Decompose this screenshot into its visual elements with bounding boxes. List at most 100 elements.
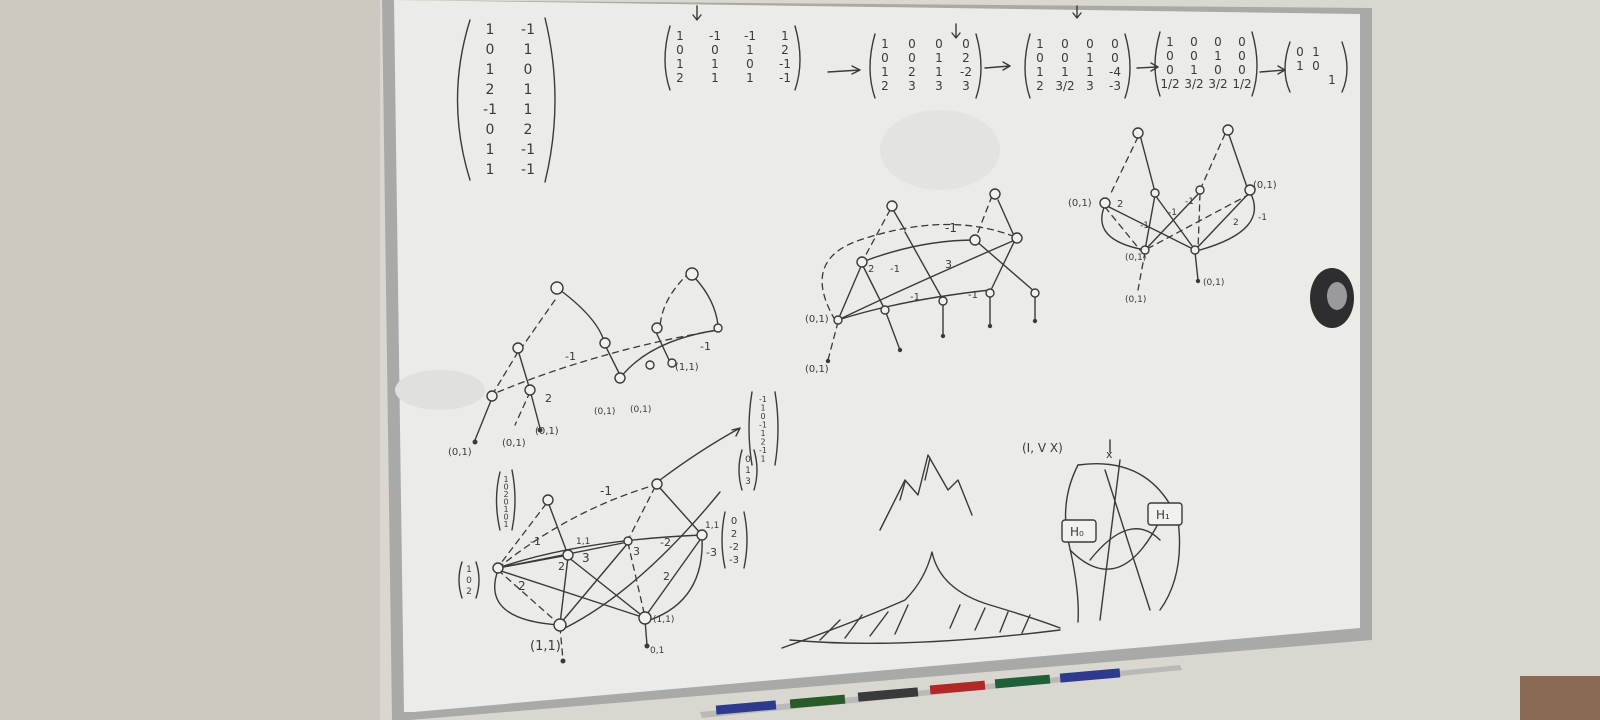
matrix-cell: 0 [1238,63,1246,77]
graph-1-label: 2 [545,392,552,405]
matrix-cell: -1 [744,29,756,43]
vector-entry: 1 [503,475,508,484]
matrix-cell: 0 [1296,45,1304,59]
smudge [880,110,1000,190]
matrix-bracket [664,25,671,91]
matrix-cell: 0 [486,122,495,138]
vector-mid-right: 013 [738,449,758,491]
smudge [395,370,485,410]
matrix-cell: 0 [1166,49,1174,63]
graph-3-label: (0,1) [1125,295,1146,305]
matrix-cell: 1 [935,65,943,79]
h0-label: H₀ [1070,525,1084,539]
graph-2-label: -1 [890,264,900,275]
matrix-cell: 1 [486,62,495,78]
matrix-cell: 2 [962,51,970,65]
graph-1-label: -1 [700,340,711,353]
matrix-cell: 0 [935,37,943,51]
vector-entry: 2 [760,438,765,447]
matrix-cell: 1 [676,29,684,43]
graph-2-label: (0,1) [805,364,829,375]
vector-entry: 0 [503,498,508,507]
graph-2-label: 2 [868,264,874,275]
graph-4-label: 2 [558,560,565,573]
graph-4: -1 -1 2 3 3 -2 2 -3 2 1,1 0,1 1,1 (1,1) [492,427,741,664]
matrix-cell: 0 [1086,37,1094,51]
graph-1-label: (0,1) [502,438,526,449]
vector-entry: 2 [731,529,737,540]
graph-3-label: (0,1) [1253,180,1277,191]
graph-4-label: 0,1 [650,646,664,656]
matrix-cell: 1 [1061,65,1069,79]
matrix-bracket [975,33,982,99]
matrix-cell: -1 [521,22,535,38]
matrix-cell: 0 [1312,59,1320,73]
matrix-cell: 1 [1312,45,1320,59]
matrix-cell: 1 [486,142,495,158]
arrow-icon [827,65,861,75]
matrix-cell: 1 [1036,65,1044,79]
mountain-sketch [781,454,1061,649]
matrix-cell: 2 [908,65,916,79]
matrix-cell: 0 [908,51,916,65]
graph-4-label: (1,1) [653,615,674,625]
matrix-cell: 1/2 [1160,77,1179,91]
graph-4-label: 3 [582,551,590,565]
graph-1-label: (0,1) [535,426,559,437]
h1-box [1147,502,1183,526]
matrix-cell: 1 [1328,73,1336,87]
graph-3-label: -1 [1168,208,1177,218]
graph-1: (0,1) (0,1) (0,1) (0,1) (0,1) -1 -1 2 (1… [448,267,723,458]
vector-entry: -2 [729,542,739,553]
h0-box [1061,519,1097,543]
matrix-cell: 2 [676,71,684,85]
matrix-cell: 1 [1296,59,1304,73]
vector-entry: 0 [503,513,508,522]
wall-shadow [0,0,380,720]
matrix-cell: -4 [1109,65,1121,79]
graph-2-label: 3 [945,258,952,271]
matrix-cell: 1 [524,82,533,98]
matrix-cell: 1 [711,57,719,71]
marker [994,674,1051,689]
graph-4-label: 1,1 [576,537,590,547]
marker [789,694,846,709]
down-arrow-icon [951,23,961,39]
matrix-cell: 3/2 [1184,77,1203,91]
matrix-cell: 0 [1190,49,1198,63]
matrix-cell: -2 [960,65,972,79]
matrix-cell: 2 [524,122,533,138]
vector-bottom-label: (1,1) [530,639,561,654]
matrix-cell: 0 [711,43,719,57]
arrow-icon [1259,65,1286,75]
matrix-cell: 3 [1086,79,1094,93]
matrix-bracket [1024,33,1031,99]
graph-3-label: (0,1) [1068,198,1092,209]
matrix-cell: 1 [524,102,533,118]
matrix-cell: -1 [521,162,535,178]
matrix-cell: 0 [1166,63,1174,77]
matrix-cell: 0 [962,37,970,51]
vector-entry: -3 [729,555,739,566]
vector-entry: 1 [503,505,508,514]
graph-3-label: (0,1) [1125,253,1146,263]
matrix-cell: 1 [1166,35,1174,49]
h1-label: H₁ [1156,508,1170,522]
matrix-cell: 0 [1214,63,1222,77]
vector-entry: 1 [760,429,765,438]
vector-entry: 1 [760,404,765,413]
matrix-cell: 1 [676,57,684,71]
matrix-cell: 0 [908,37,916,51]
matrix-cell: 1 [1036,37,1044,51]
vector-entry: -1 [759,421,767,430]
matrix-cell: 2 [881,79,889,93]
matrix-cell: 1 [935,51,943,65]
graph-3-label: 2 [1117,199,1123,210]
vector-entry: -1 [759,395,767,404]
matrix-cell: 2 [486,82,495,98]
matrix-cell: 0 [1111,37,1119,51]
vector-top-right: -110-112-11 [748,391,779,466]
vector-entry: 0 [503,483,508,492]
